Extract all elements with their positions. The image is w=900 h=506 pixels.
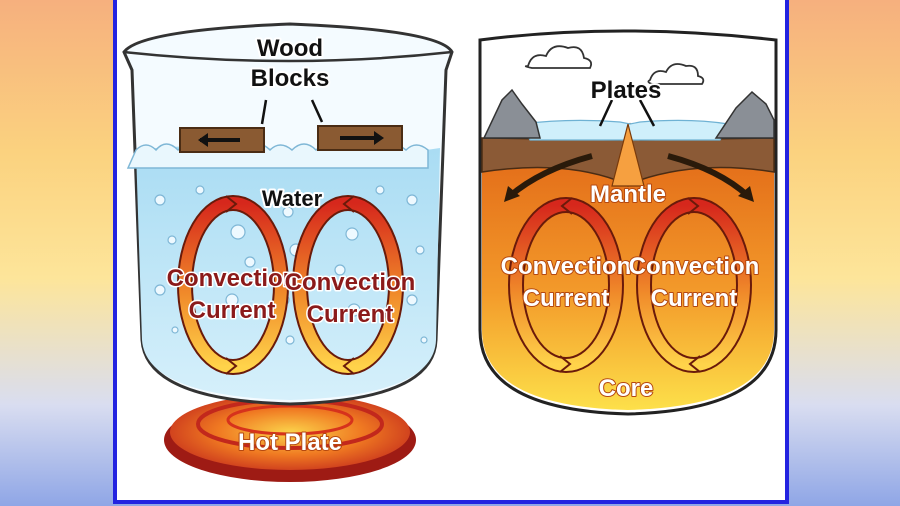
label-plates: Plates: [591, 77, 662, 104]
label-convection-beaker-left: Convection: [167, 265, 298, 292]
label-current-mantle-right: Current: [651, 285, 738, 312]
plate-motion-arrow-right: [667, 153, 751, 199]
ocean: [521, 119, 729, 141]
label-water: Water: [262, 186, 323, 211]
mid-ocean-ridge: [611, 123, 645, 187]
beaker-convection-loop-right: [292, 195, 404, 375]
label-current-beaker-left: Current: [189, 297, 276, 324]
beaker-rim: [123, 50, 453, 63]
label-convection-mantle-left: Convection: [501, 253, 632, 280]
mountain-right: [714, 90, 775, 139]
clouds: [524, 45, 705, 85]
wood-block-pointers: [260, 99, 324, 125]
label-convection-mantle-right: Convection: [629, 253, 760, 280]
beaker-convection-loop-left: [177, 195, 289, 375]
label-wood: Wood: [257, 35, 323, 62]
water-bubbles: [154, 185, 428, 345]
plates-pointers: [598, 99, 656, 127]
label-blocks: Blocks: [251, 65, 330, 92]
wood-block-left: [179, 127, 265, 153]
mantle-convection-loop-right: [636, 197, 752, 373]
label-hot-plate: Hot Plate: [238, 429, 342, 456]
wood-block-right: [317, 125, 403, 151]
hot-plate: [164, 394, 416, 482]
mountain-left: [482, 88, 541, 139]
beaker-illustration: [122, 22, 454, 482]
label-current-mantle-left: Current: [523, 285, 610, 312]
label-core: Core: [599, 375, 654, 402]
label-mantle: Mantle: [590, 181, 666, 208]
plate-motion-arrow-left: [508, 153, 593, 199]
mantle-convection-loop-left: [508, 197, 624, 373]
label-current-beaker-right: Current: [307, 301, 394, 328]
earth-illustration: [478, 29, 778, 416]
label-convection-beaker-right: Convection: [285, 269, 416, 296]
